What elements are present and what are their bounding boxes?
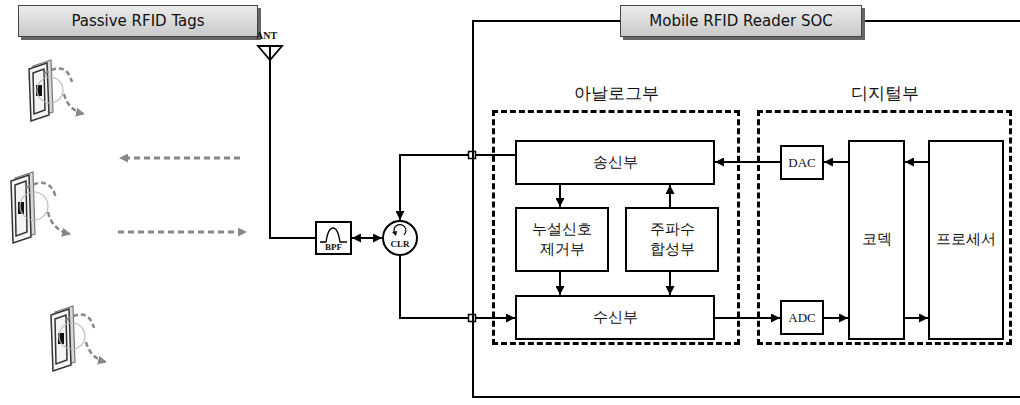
circulator-outline	[382, 220, 418, 256]
antenna-wire	[270, 46, 315, 238]
signal-connector	[905, 317, 928, 319]
uplink-arrow	[118, 231, 246, 234]
circulator-circle: CLR	[382, 220, 418, 256]
box-label: ADC	[788, 310, 815, 326]
signal-connector	[905, 161, 928, 163]
tag-wave	[26, 183, 56, 198]
converter-box: ADC	[780, 300, 824, 335]
process-box: 수신부	[515, 295, 715, 340]
box-label: 주파수 합성부	[631, 220, 713, 259]
digital-group: 디지털부DAC코덱프로세서ADC	[757, 110, 1012, 345]
header-box: Passive RFID Tags	[18, 5, 258, 37]
box-label: 수신부	[593, 308, 638, 328]
signal-connector	[352, 237, 382, 239]
tag-coil	[55, 315, 67, 364]
tag-card	[11, 175, 31, 243]
signal-connector	[669, 272, 671, 295]
box-label: 송신부	[593, 153, 638, 173]
signal-connector	[669, 185, 671, 207]
header-label: Mobile RFID Reader SOC	[620, 5, 862, 37]
box-label: DAC	[788, 155, 815, 171]
box-label: BPF	[317, 242, 350, 252]
tag-wave	[44, 69, 72, 82]
signal-connector	[824, 317, 848, 319]
soc-frame: Mobile RFID Reader SOC아날로그부송신부누설신호 제거부주파…	[472, 20, 1020, 398]
tag-field	[59, 323, 85, 349]
tag-wave	[48, 212, 70, 234]
signal-connector	[824, 161, 848, 163]
rfid-tag	[51, 306, 106, 371]
antenna-label: ANT	[256, 30, 277, 42]
analog-group: 아날로그부송신부누설신호 제거부주파수 합성부수신부	[492, 110, 740, 345]
signal-connector	[400, 155, 515, 220]
tag-wave	[66, 315, 94, 328]
tag-wave	[86, 342, 106, 362]
filter-box: BPF	[315, 221, 352, 255]
rfid-tag	[11, 172, 70, 243]
tag-field	[20, 192, 48, 220]
box-label: 누설신호 제거부	[521, 220, 603, 259]
signal-connector	[715, 317, 780, 319]
group-heading: 디지털부	[760, 82, 1009, 105]
tag-coil	[33, 69, 45, 114]
tag-field	[37, 77, 63, 103]
process-box: 코덱	[848, 140, 905, 340]
circulator-ring	[383, 221, 417, 255]
tag-wave	[64, 94, 84, 114]
signal-connector	[400, 256, 515, 318]
box-label: 코덱	[862, 230, 892, 250]
box-label: CLR	[382, 239, 418, 249]
header-label: Passive RFID Tags	[71, 12, 204, 30]
rfid-tag	[29, 60, 84, 121]
tag-coil	[15, 181, 27, 236]
circulator-arrow	[392, 231, 397, 236]
downlink-arrow	[120, 157, 240, 160]
group-heading: 아날로그부	[495, 82, 737, 105]
process-box: 프로세서	[928, 140, 1004, 340]
signal-connector	[559, 185, 561, 207]
process-box: 송신부	[515, 140, 715, 185]
signal-connector	[559, 272, 561, 295]
process-box: 누설신호 제거부	[515, 207, 609, 272]
process-box: 주파수 합성부	[625, 207, 719, 272]
box-label: 프로세서	[936, 230, 996, 250]
signal-connector	[715, 161, 780, 163]
converter-box: DAC	[780, 145, 824, 180]
filter-curve	[320, 228, 347, 242]
